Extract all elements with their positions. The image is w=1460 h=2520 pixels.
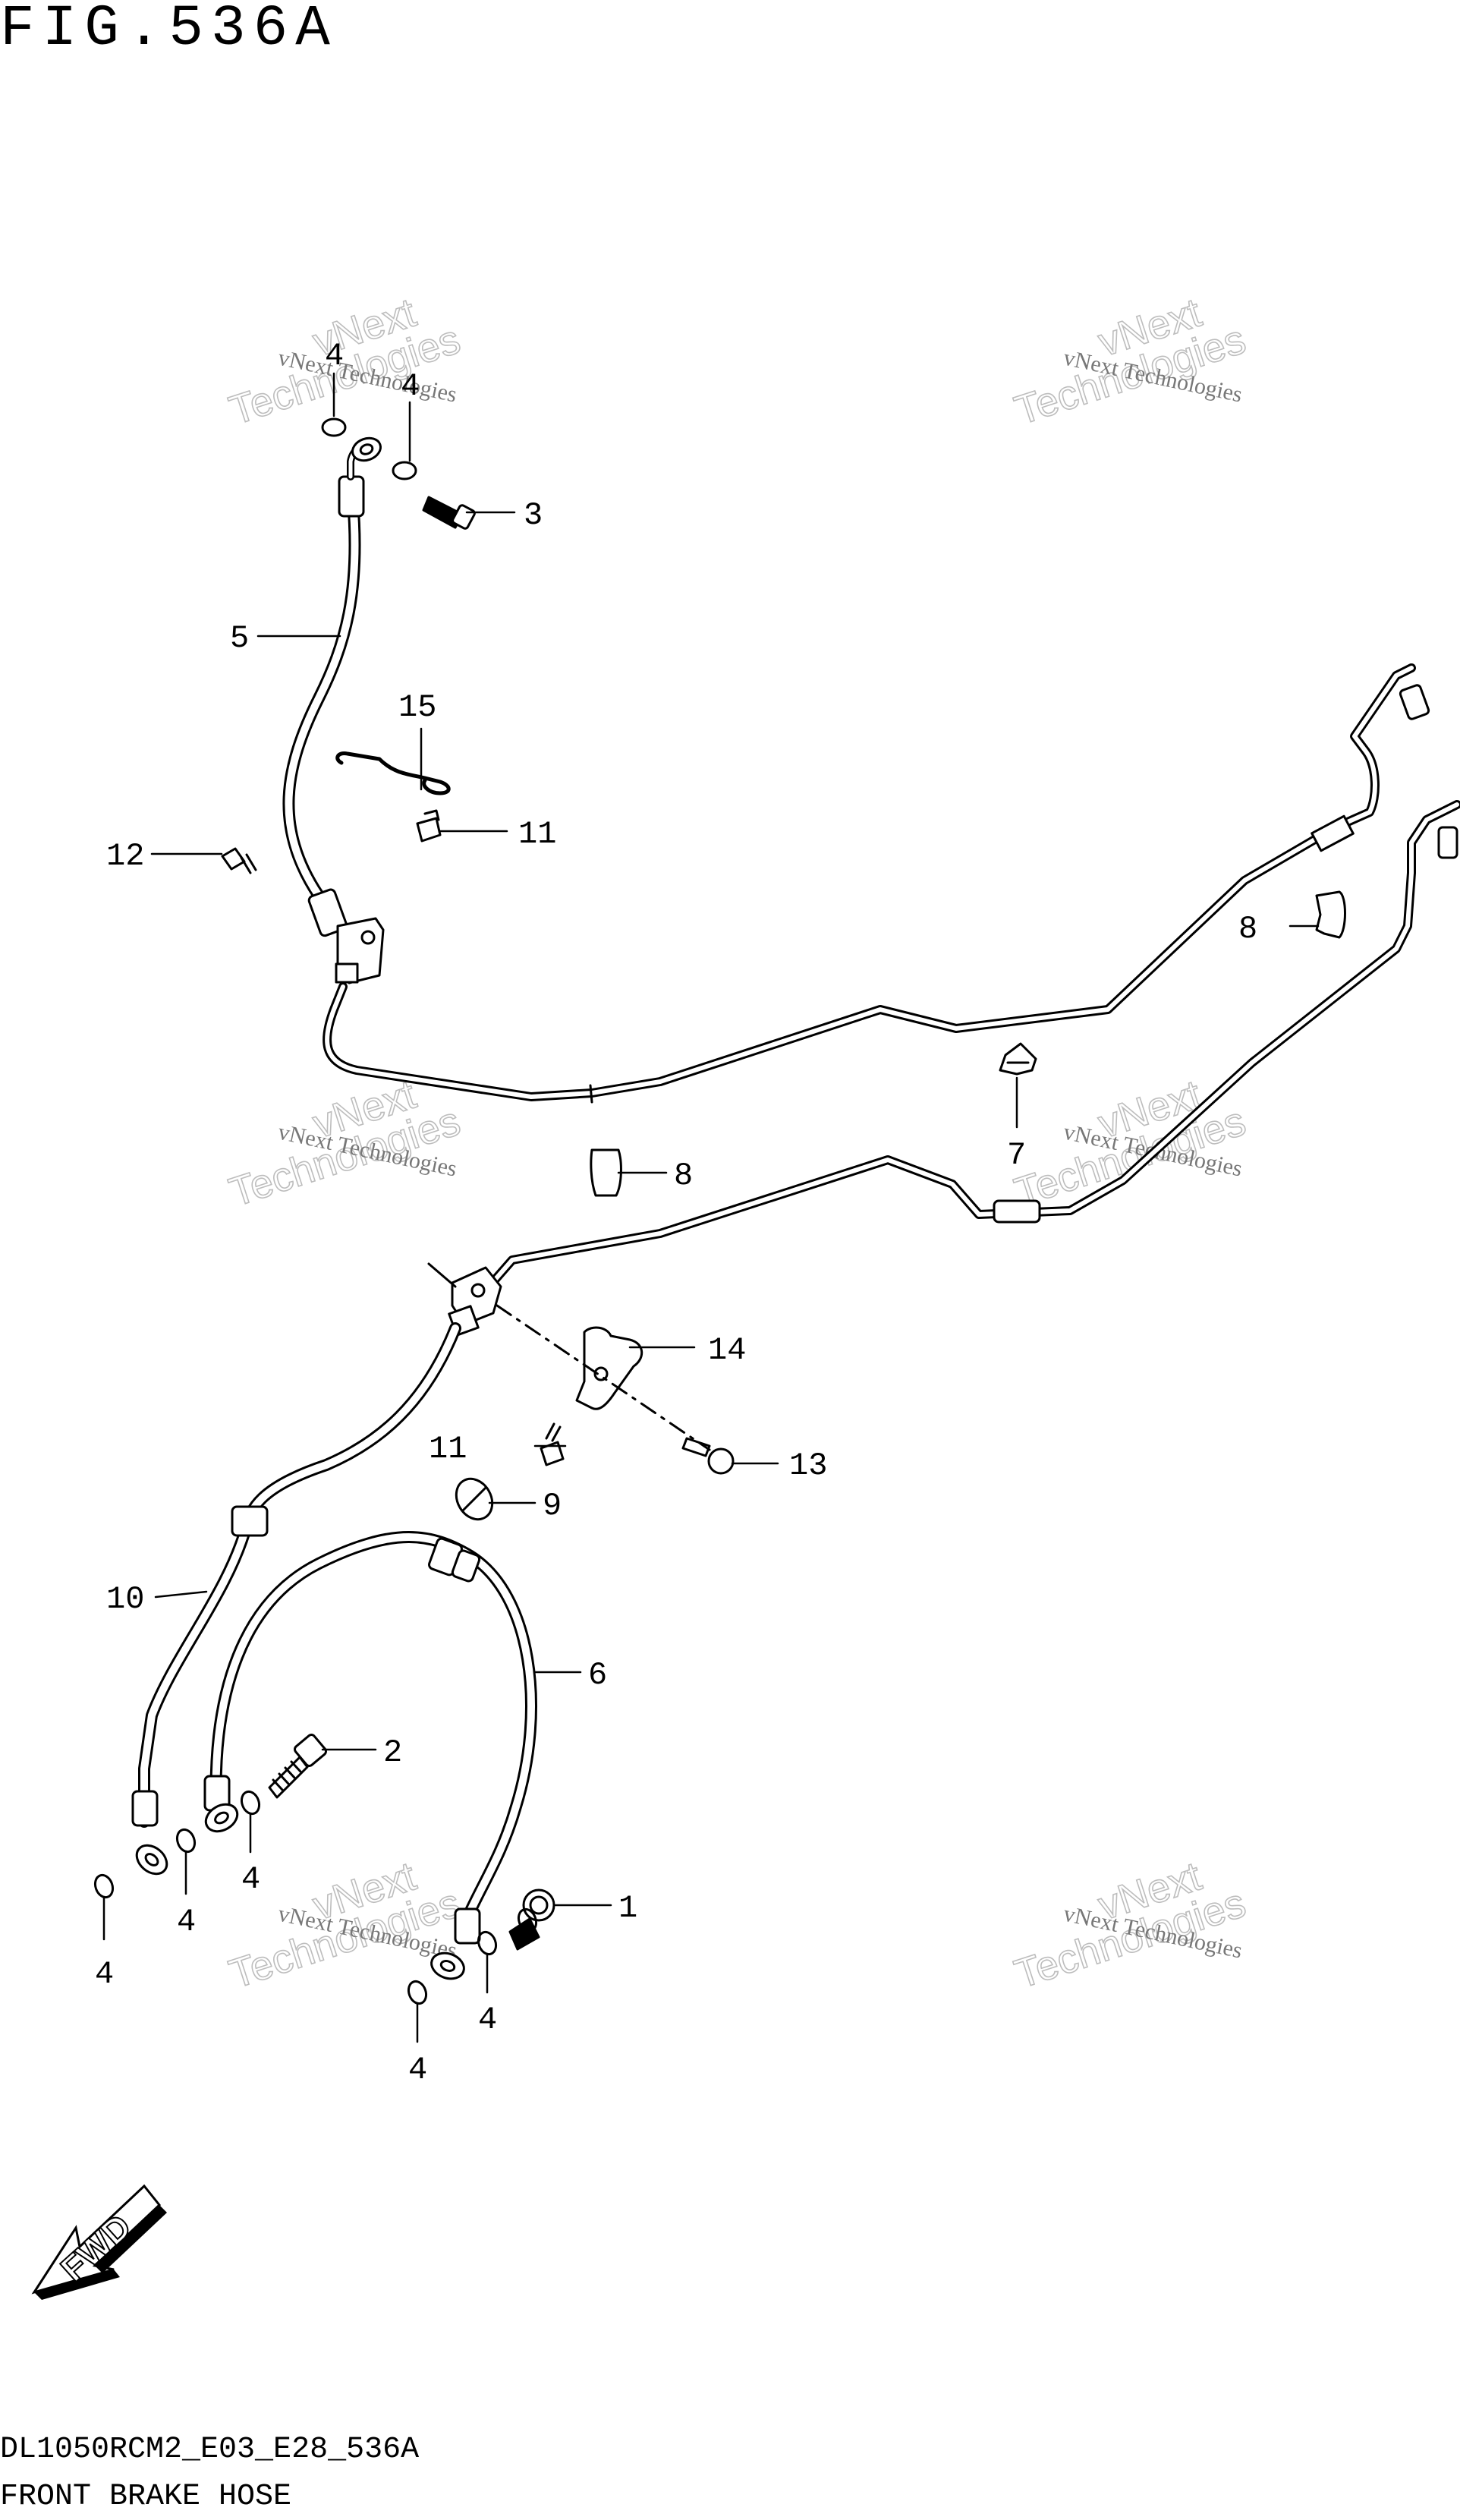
callout-1: 1 — [618, 1890, 637, 1926]
callout-2: 2 — [383, 1734, 402, 1771]
callout-9: 9 — [543, 1488, 562, 1524]
brake-hose-left — [131, 1322, 461, 1876]
watermark-top-right: Technologies vNext vNext Technologies — [1008, 289, 1251, 434]
pipe-clip-7 — [999, 1042, 1037, 1076]
brake-hose-upper — [282, 436, 382, 937]
callout-4: 4 — [478, 2002, 497, 2038]
grommet-8-lower — [590, 1148, 622, 1197]
clamp-wire — [335, 751, 451, 795]
callout-8: 8 — [1238, 911, 1257, 947]
clamp-9 — [455, 1477, 494, 1521]
callout-4: 4 — [95, 1956, 114, 1992]
forward-arrow-icon: FWD — [31, 2184, 167, 2300]
callout-4: 4 — [408, 2052, 427, 2088]
watermark-bottom-right: Technologies vNext vNext Technologies — [1008, 1853, 1251, 1998]
callout-15: 15 — [398, 689, 436, 726]
callout-14: 14 — [708, 1332, 746, 1369]
leader-lines — [102, 372, 1320, 2043]
hose-joint-upper — [335, 917, 385, 984]
bolt-11-upper — [416, 809, 442, 843]
hose-joint-lower — [427, 1262, 502, 1337]
callout-4: 4 — [401, 368, 420, 405]
callout-7: 7 — [1007, 1137, 1026, 1173]
callout-3: 3 — [524, 497, 543, 534]
bolt-11-lower — [540, 1422, 565, 1466]
union-bolt-1 — [508, 1888, 555, 1951]
callout-11: 11 — [429, 1431, 467, 1467]
assembly-line — [496, 1304, 711, 1451]
callout-labels: 3 4 4 5 15 11 12 8 7 8 14 11 13 9 10 6 2… — [95, 338, 1257, 2088]
brake-hose-right — [203, 1531, 537, 1980]
brake-pipe-lower — [481, 800, 1460, 1295]
callout-5: 5 — [230, 620, 249, 657]
callout-10: 10 — [106, 1581, 144, 1618]
callout-6: 6 — [588, 1657, 607, 1693]
grommet-8-upper — [1315, 890, 1346, 939]
callout-13: 13 — [789, 1447, 827, 1484]
callout-12: 12 — [106, 838, 144, 874]
bolt-13 — [681, 1437, 735, 1475]
brake-pipe-upper — [323, 663, 1430, 1104]
callout-4: 4 — [241, 1861, 260, 1898]
washers-4 — [93, 417, 538, 2005]
callout-8: 8 — [674, 1158, 693, 1194]
bolt-12 — [221, 847, 257, 874]
hose-bracket — [575, 1326, 643, 1410]
model-code: DL1050RCM2_E03_E28_536A — [0, 2433, 420, 2467]
figure-caption: FRONT BRAKE HOSE — [0, 2480, 292, 2514]
union-bolt-2 — [268, 1734, 327, 1799]
watermark-top-left: Technologies vNext vNext Technologies — [223, 289, 466, 434]
callout-4: 4 — [177, 1904, 196, 1940]
watermark-mid-left: Technologies vNext vNext Technologies — [223, 1071, 466, 1216]
callout-4: 4 — [325, 338, 344, 374]
figure-title: FIG.536A — [0, 0, 338, 61]
union-bolt-3 — [422, 496, 476, 530]
callout-11: 11 — [518, 816, 556, 852]
